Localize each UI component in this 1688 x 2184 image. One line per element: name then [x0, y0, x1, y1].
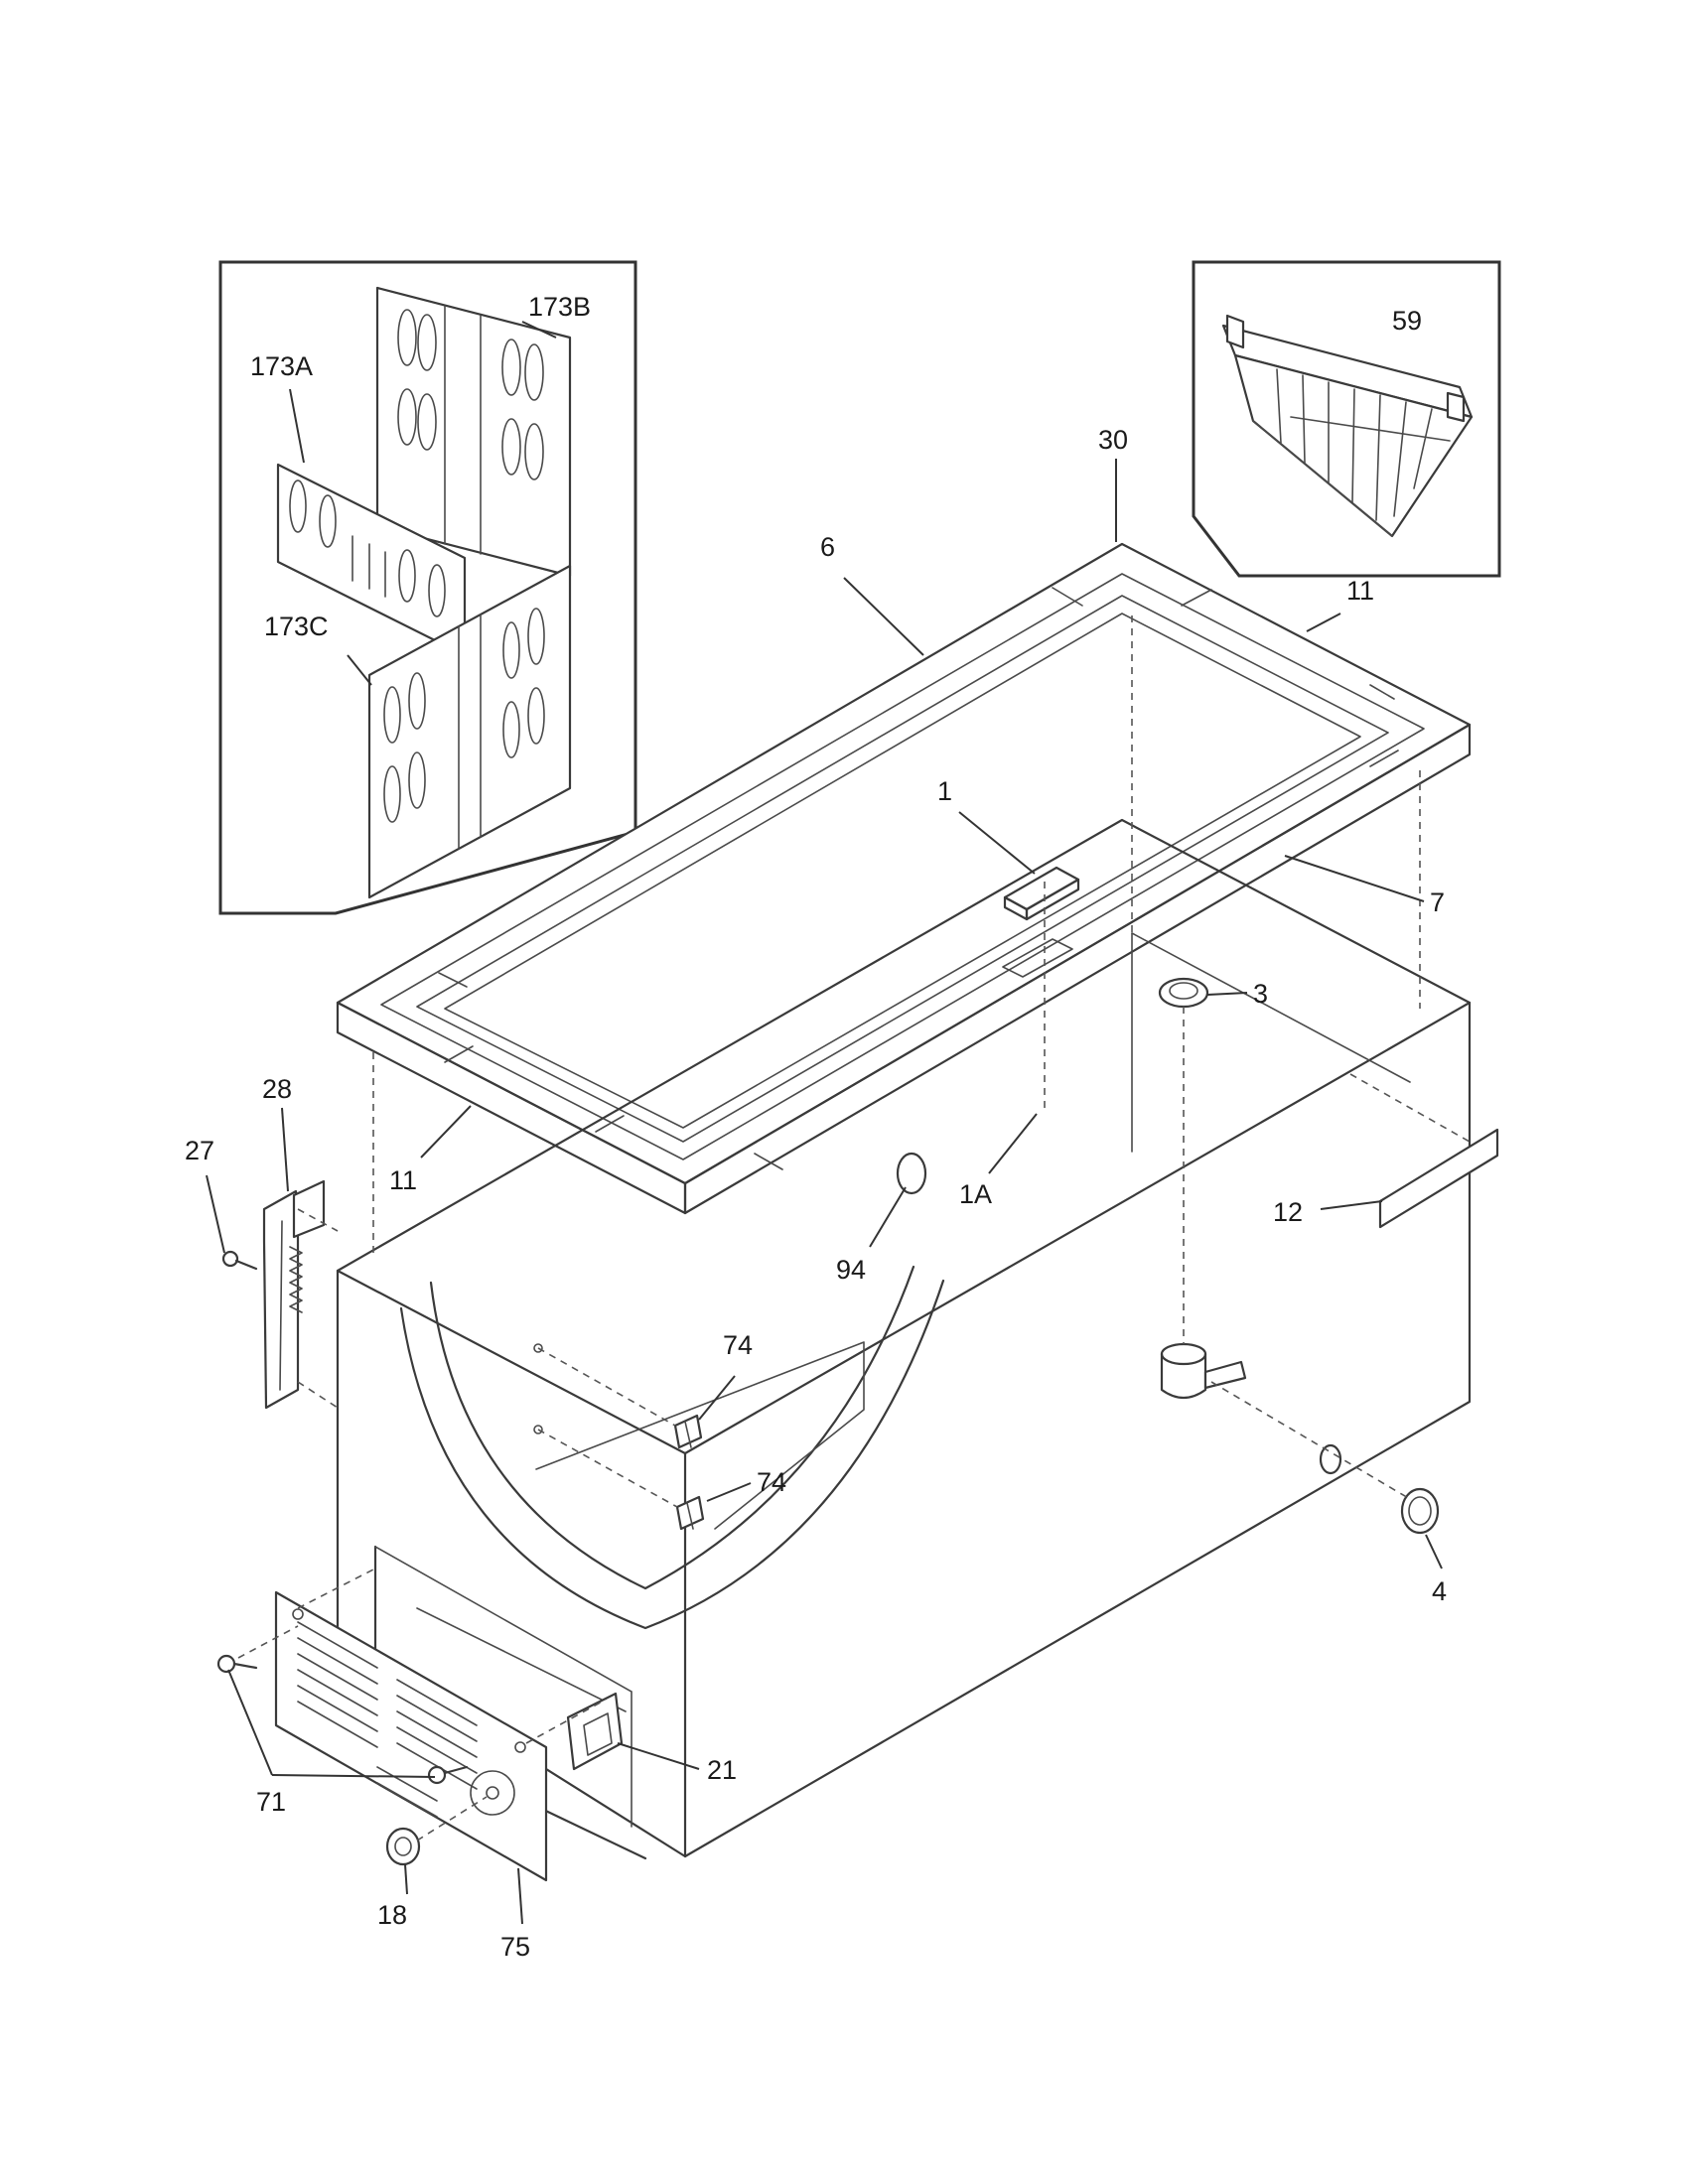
- label-1A: 1A: [959, 1179, 992, 1209]
- label-21: 21: [707, 1755, 737, 1785]
- label-6: 6: [820, 532, 835, 562]
- label-27: 27: [185, 1136, 214, 1165]
- label-74-upper: 74: [723, 1330, 753, 1360]
- label-3: 3: [1253, 979, 1268, 1009]
- lock-1: [1003, 866, 1080, 921]
- label-4: 4: [1432, 1576, 1447, 1606]
- compartment: [373, 1545, 647, 1860]
- alignment-lines: [237, 615, 1471, 1842]
- label-7: 7: [1430, 887, 1445, 917]
- thermostat-21: [566, 1692, 624, 1771]
- label-30: 30: [1098, 425, 1128, 455]
- label-18: 18: [377, 1900, 407, 1930]
- divider-panel-173B: [375, 286, 572, 578]
- drain-plug-4: [1400, 1487, 1440, 1535]
- divider-panel-173A: [276, 463, 467, 657]
- drain-tube: [1160, 1342, 1247, 1400]
- basket-inset-box: [1192, 260, 1501, 578]
- label-11-left: 11: [389, 1165, 417, 1195]
- label-12: 12: [1273, 1197, 1303, 1227]
- label-74-lower: 74: [757, 1467, 786, 1497]
- hinge-28: [262, 1179, 326, 1410]
- label-173B: 173B: [528, 292, 591, 322]
- divider-panel-173C: [367, 564, 572, 899]
- label-11-top: 11: [1346, 576, 1374, 606]
- label-173C: 173C: [264, 612, 329, 641]
- knob-18: [385, 1827, 421, 1866]
- clip-74-lower: [675, 1495, 705, 1531]
- divider-inset-box: [218, 260, 637, 915]
- label-75: 75: [500, 1932, 530, 1962]
- grille-75: [274, 1590, 548, 1882]
- cabinet: [216, 818, 1499, 1882]
- label-28: 28: [262, 1074, 292, 1104]
- leader-lines: [206, 459, 1443, 1925]
- lid-assembly: [336, 542, 1472, 1215]
- drain-3: [1158, 977, 1209, 1009]
- clip-74-upper: [673, 1414, 703, 1449]
- label-71: 71: [256, 1787, 286, 1817]
- callout-labels: 173A 173B 173C 59 30 6 11 1 7 3 28 27 11…: [185, 292, 1447, 1962]
- screw-71-lower: [427, 1765, 469, 1785]
- label-59: 59: [1392, 306, 1422, 336]
- screw-71-upper: [216, 1654, 258, 1674]
- screw-27: [221, 1250, 258, 1271]
- label-1: 1: [937, 776, 952, 806]
- basket-59: [1221, 314, 1474, 538]
- label-94: 94: [836, 1255, 866, 1285]
- label-173A: 173A: [250, 351, 313, 381]
